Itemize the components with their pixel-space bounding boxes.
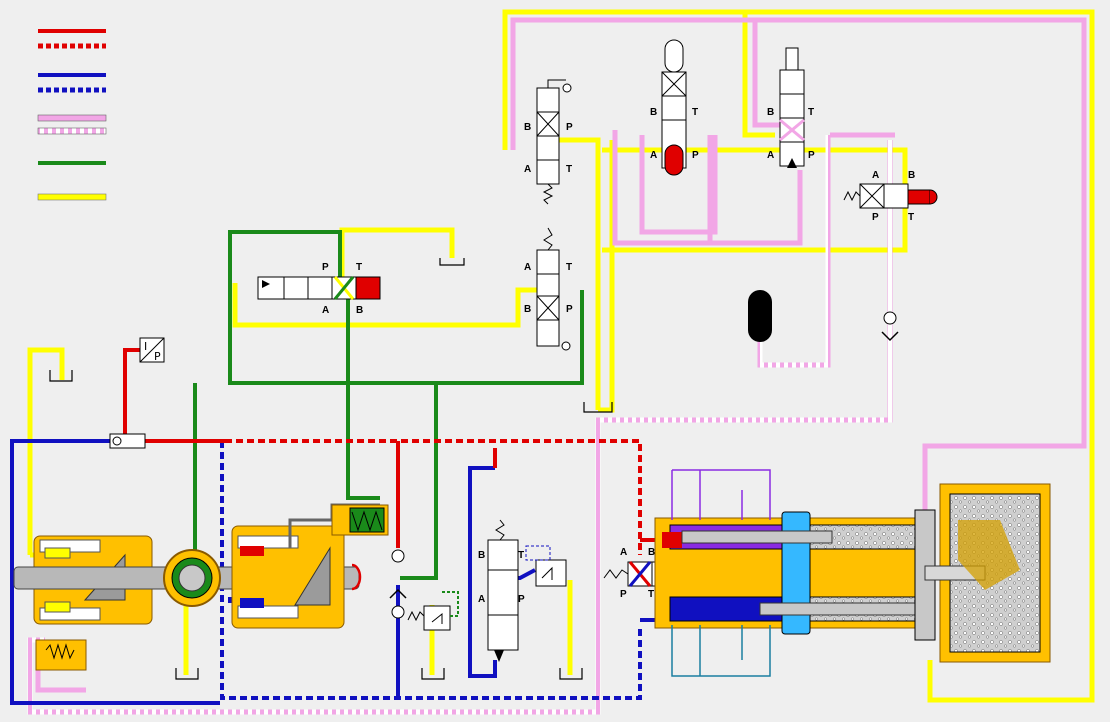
- legend-pink-dashed: [37, 127, 107, 135]
- port-b: B: [908, 170, 915, 181]
- valve-top-mid[interactable]: B T A P: [650, 39, 699, 176]
- valve-mid[interactable]: A T B P: [524, 227, 573, 351]
- legend-yellow-solid: [37, 193, 107, 201]
- port-p: P: [692, 150, 699, 161]
- port-a: A: [650, 150, 657, 161]
- port-p: P: [322, 262, 329, 273]
- valve-top-right[interactable]: B T A P: [767, 47, 815, 168]
- tank-symbols: [49, 258, 613, 680]
- port-t: T: [692, 107, 698, 118]
- port-a: A: [524, 164, 531, 175]
- cylinder: [654, 511, 931, 635]
- port-t: T: [808, 107, 814, 118]
- port-b: B: [356, 305, 363, 316]
- port-p: P: [518, 594, 525, 605]
- port-p: P: [566, 304, 573, 315]
- port-a: A: [322, 305, 329, 316]
- port-a: A: [767, 150, 774, 161]
- port-p: P: [566, 122, 573, 133]
- port-b: B: [648, 547, 655, 558]
- port-a: A: [524, 262, 531, 273]
- pressure-transducer: I P: [109, 337, 165, 449]
- accumulator: [748, 290, 772, 342]
- servo-valve[interactable]: P T A B: [257, 262, 381, 316]
- port-b: B: [767, 107, 774, 118]
- port-a: A: [620, 547, 627, 558]
- cylinder-relief-valves: [671, 469, 771, 677]
- port-t: T: [518, 550, 524, 561]
- gear-pump: [163, 549, 221, 607]
- valve-top-left[interactable]: B P A T: [524, 79, 573, 205]
- port-p: P: [620, 589, 627, 600]
- port-b: B: [650, 107, 657, 118]
- pressure-lines: [123, 348, 665, 555]
- shuttle-valves: [389, 549, 459, 631]
- directional-valve-center[interactable]: B T A P: [478, 519, 567, 662]
- filter-tank: [914, 483, 1051, 663]
- transducer-p: P: [154, 350, 161, 363]
- port-t: T: [566, 262, 572, 273]
- drain-cartridge: [331, 504, 389, 536]
- port-b: B: [478, 550, 485, 561]
- port-t: T: [566, 164, 572, 175]
- pilot-lines: [27, 17, 1087, 715]
- transducer-i: I: [144, 340, 147, 353]
- pump-right: [231, 503, 380, 629]
- port-t: T: [648, 589, 654, 600]
- drain-lines: [193, 230, 584, 580]
- port-b: B: [524, 122, 531, 133]
- port-t: T: [356, 262, 362, 273]
- legend-pink-solid: [37, 114, 107, 122]
- port-a: A: [872, 170, 879, 181]
- port-b: B: [524, 304, 531, 315]
- port-p: P: [872, 212, 879, 223]
- check-valve: [881, 311, 899, 342]
- port-a: A: [478, 594, 485, 605]
- legend: [37, 29, 107, 201]
- valve-right[interactable]: A B P T: [843, 170, 938, 223]
- port-t: T: [908, 212, 914, 223]
- port-p: P: [808, 150, 815, 161]
